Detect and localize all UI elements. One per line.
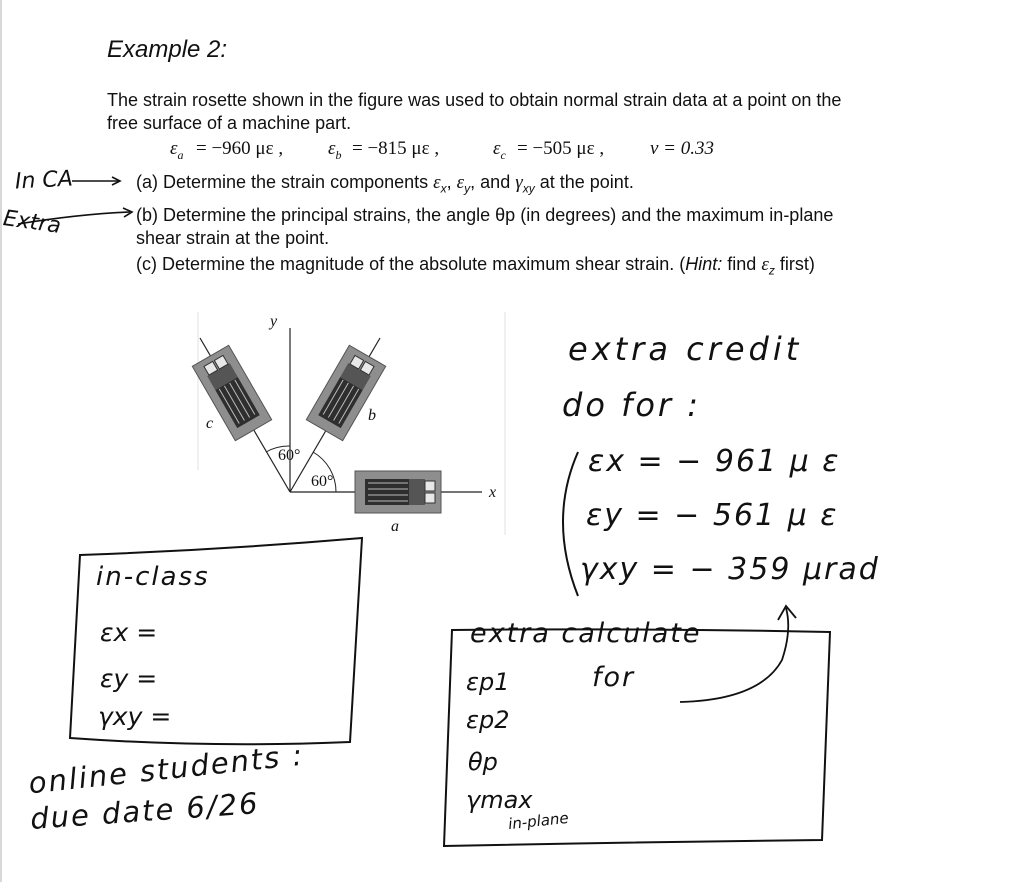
ey-value: εy = − 561 μ ε — [586, 498, 839, 533]
angle-label-1: 60° — [278, 447, 301, 464]
gauge-a-label: a — [391, 518, 399, 535]
values-bracket — [562, 451, 579, 597]
strain-b-symbol: εb — [328, 138, 342, 162]
in-class-box — [68, 536, 364, 746]
extra-box-for: for — [592, 662, 636, 693]
extra-credit-heading: extra credit — [568, 330, 803, 368]
gauge-b — [305, 344, 387, 442]
extra-box-title: extra calculate — [470, 618, 702, 649]
margin-note-inca: In CA — [14, 166, 74, 195]
angle-arc-1 — [265, 445, 291, 453]
for-arrow — [679, 607, 790, 703]
y-axis-label: y — [270, 313, 278, 330]
page-left-edge — [0, 0, 2, 882]
intro-line-2: free surface of a machine part. — [107, 113, 352, 133]
extra-box-ep2: εp2 — [466, 706, 510, 734]
for-arrow-head — [777, 604, 797, 621]
angle-label-2: 60° — [311, 473, 334, 490]
gxy-value: γxy = − 359 μrad — [580, 552, 880, 587]
gauge-b-label: b — [368, 407, 376, 424]
strain-a-symbol: εa — [170, 138, 184, 162]
extra-box-ep1: εp1 — [466, 668, 510, 696]
strain-c-symbol: εc — [493, 138, 506, 162]
strain-a-value: = −960 με , — [196, 138, 284, 159]
gauge-a — [354, 470, 442, 514]
extra-box — [442, 628, 832, 848]
extra-arrow — [17, 211, 131, 225]
strain-c-value: = −505 με , — [517, 138, 605, 159]
part-c: (c) Determine the magnitude of the absol… — [136, 254, 815, 278]
in-class-ey: εy = — [100, 664, 158, 693]
part-a: (a) Determine the strain components εx, … — [136, 172, 634, 196]
intro-line-1: The strain rosette shown in the figure w… — [107, 90, 842, 110]
angle-arc-2 — [312, 451, 337, 493]
gauge-c-label: c — [206, 415, 214, 432]
part-b-line-1: (b) Determine the principal strains, the… — [136, 205, 834, 225]
extra-box-thetap: θp — [468, 748, 498, 776]
extra-credit-do-for: do for : — [562, 386, 702, 424]
in-class-title: in-class — [96, 562, 210, 592]
strain-b-value: = −815 με , — [352, 138, 440, 159]
example-title: Example 2: — [107, 36, 228, 63]
in-class-ex: εx = — [100, 618, 158, 647]
ex-value: εx = − 961 μ ε — [588, 444, 841, 479]
gauge-c — [191, 344, 273, 442]
part-b-line-2: shear strain at the point. — [136, 228, 330, 248]
poisson-ratio: ν = 0.33 — [650, 138, 715, 159]
extra-box-gmax: γmax — [466, 786, 533, 814]
in-class-gxy: γxy = — [98, 702, 172, 731]
inca-arrow-head — [111, 176, 122, 186]
given-values-row: εa = −960 με , εb = −815 με , εc = −505 … — [0, 138, 1024, 162]
x-axis-label: x — [489, 484, 497, 501]
extra-arrow-head — [122, 207, 134, 218]
